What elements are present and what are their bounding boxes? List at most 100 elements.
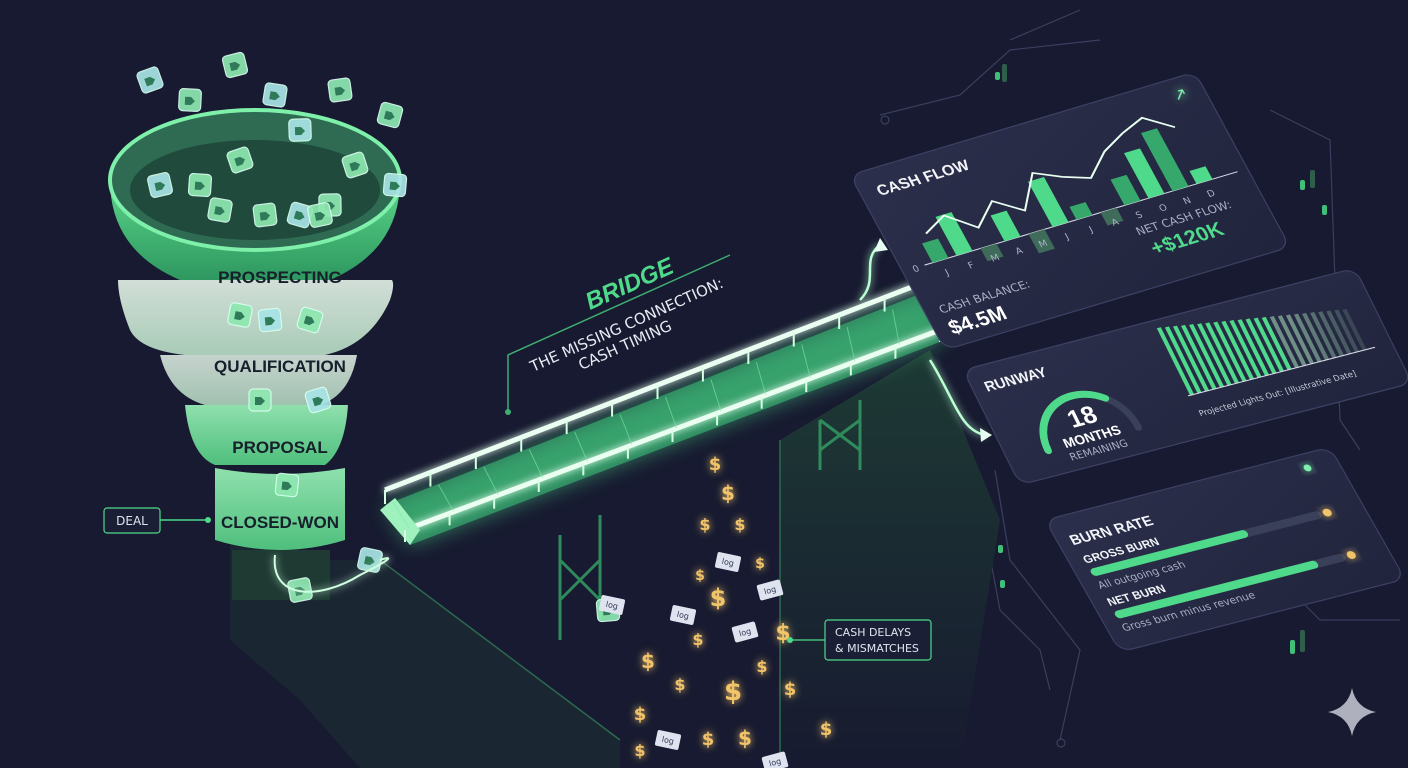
- deal-callout: DEAL: [103, 507, 161, 534]
- deal-token: [304, 386, 332, 414]
- runway-bar: [1197, 323, 1232, 386]
- tag-icon: [293, 210, 305, 221]
- month-label: D: [1205, 188, 1217, 200]
- deal-token: [262, 82, 288, 108]
- gross-burn-fill: [1090, 530, 1249, 576]
- document-label: log: [763, 585, 777, 597]
- deal-token: [257, 307, 283, 333]
- dollar-coin: $: [674, 675, 685, 694]
- deal-token: [307, 202, 333, 228]
- tag-icon: [281, 481, 292, 491]
- cash-flow-bar: [1124, 148, 1165, 199]
- tag-icon: [234, 156, 246, 167]
- runway-bar: [1277, 315, 1307, 367]
- month-label: J: [1086, 225, 1095, 236]
- dollar-coin: $: [634, 704, 647, 725]
- deck-plank: [710, 379, 722, 412]
- deal-token: [227, 302, 253, 328]
- document-label: log: [738, 627, 752, 639]
- tag-icon: [259, 211, 271, 221]
- document-label: log: [661, 735, 675, 746]
- runway-bar: [1181, 324, 1217, 390]
- deck-plank: [801, 344, 811, 379]
- document-label: log: [768, 757, 782, 768]
- runway-bar: [1172, 325, 1210, 392]
- tag-icon: [383, 110, 395, 121]
- deck-plank: [528, 449, 544, 479]
- tag-icon: [269, 91, 280, 101]
- deal-token: [252, 202, 278, 228]
- dollar-coin: $: [695, 568, 705, 584]
- runway-bar: [1229, 320, 1262, 378]
- dollar-coin: $: [634, 741, 645, 760]
- month-label: A: [1110, 217, 1122, 229]
- deal-label: DEAL: [116, 514, 148, 528]
- tag-icon: [154, 181, 166, 191]
- dollar-coin: $: [756, 657, 767, 676]
- cash-flow-bar: [980, 243, 1004, 262]
- deal-path: [273, 554, 390, 593]
- document-card: log: [654, 730, 682, 750]
- runway-card: RUNWAY 18 MONTHS REMAINING Projected Lig…: [966, 270, 1408, 483]
- deck-plank: [574, 431, 588, 462]
- runway-bar: [1310, 312, 1337, 359]
- deck-plank: [892, 309, 900, 345]
- dollar-coin: $: [738, 726, 752, 750]
- document-label: log: [605, 600, 619, 611]
- document-card: log: [714, 552, 742, 572]
- tag-icon: [234, 311, 245, 321]
- runway-bar: [1156, 327, 1195, 396]
- runway-bar: [1261, 316, 1292, 370]
- arrow-heads: [874, 238, 992, 442]
- deal-token: [296, 306, 324, 334]
- runway-bar: [1334, 309, 1360, 353]
- funnel-stage-labels: PROSPECTING QUALIFICATION PROPOSAL CLOSE…: [214, 268, 346, 532]
- deck-plank: [392, 501, 410, 529]
- dollar-coin: $: [702, 729, 715, 750]
- runway-bar: [1302, 312, 1330, 361]
- runway-bar: [1253, 317, 1285, 372]
- tag-icon: [389, 181, 400, 191]
- bridge-supports: [558, 400, 862, 640]
- deck-plank: [619, 414, 633, 445]
- net-burn-fill: [1114, 560, 1319, 619]
- cash-flow-bar: [1028, 177, 1069, 227]
- chart-zero-label: 0: [911, 264, 922, 275]
- signal-dots: [995, 64, 1327, 654]
- cash-flow-bar: [1100, 207, 1124, 226]
- deal-token: [327, 77, 353, 103]
- stage-prospecting: PROSPECTING: [218, 268, 342, 287]
- deal-token: [288, 118, 312, 142]
- burn-rate-card: BURN RATE GROSS BURN All outgoing cash N…: [1049, 449, 1401, 650]
- dollar-coin: $: [820, 719, 833, 740]
- dollar-coin: $: [710, 584, 727, 612]
- dollar-coin: $: [641, 649, 655, 673]
- cash-flow-bar: [922, 238, 949, 263]
- cash-delays-line2: & MISMATCHES: [835, 642, 919, 655]
- cash-flow-bar: [1069, 202, 1093, 220]
- deal-token: [147, 172, 173, 198]
- runway-bar: [1326, 310, 1352, 355]
- document-label: log: [676, 610, 690, 621]
- dollar-coin: $: [709, 454, 722, 475]
- month-label: A: [1014, 245, 1026, 257]
- document-card: log: [761, 751, 789, 768]
- runway-bar: [1189, 324, 1225, 388]
- status-indicator: [1303, 464, 1312, 472]
- runway-gauge-fill: [1039, 390, 1110, 455]
- document-card: log: [669, 605, 697, 625]
- stage-qualification: QUALIFICATION: [214, 357, 346, 376]
- cash-delays-callout: CASH DELAYS & MISMATCHES: [787, 619, 932, 661]
- dollar-coin: $: [775, 621, 790, 646]
- deal-token: [274, 472, 300, 498]
- deal-tokens: [136, 51, 621, 623]
- tag-icon: [144, 76, 156, 87]
- cash-flow-bar: [1028, 229, 1055, 254]
- cash-flow-bar: [1189, 166, 1213, 184]
- document-card: log: [756, 579, 784, 601]
- tag-icon: [255, 397, 265, 405]
- runway-projection-bars: [1156, 308, 1376, 397]
- month-label: S: [1134, 210, 1145, 221]
- runway-bar: [1342, 308, 1367, 351]
- cash-flow-trend-line: [925, 116, 1176, 235]
